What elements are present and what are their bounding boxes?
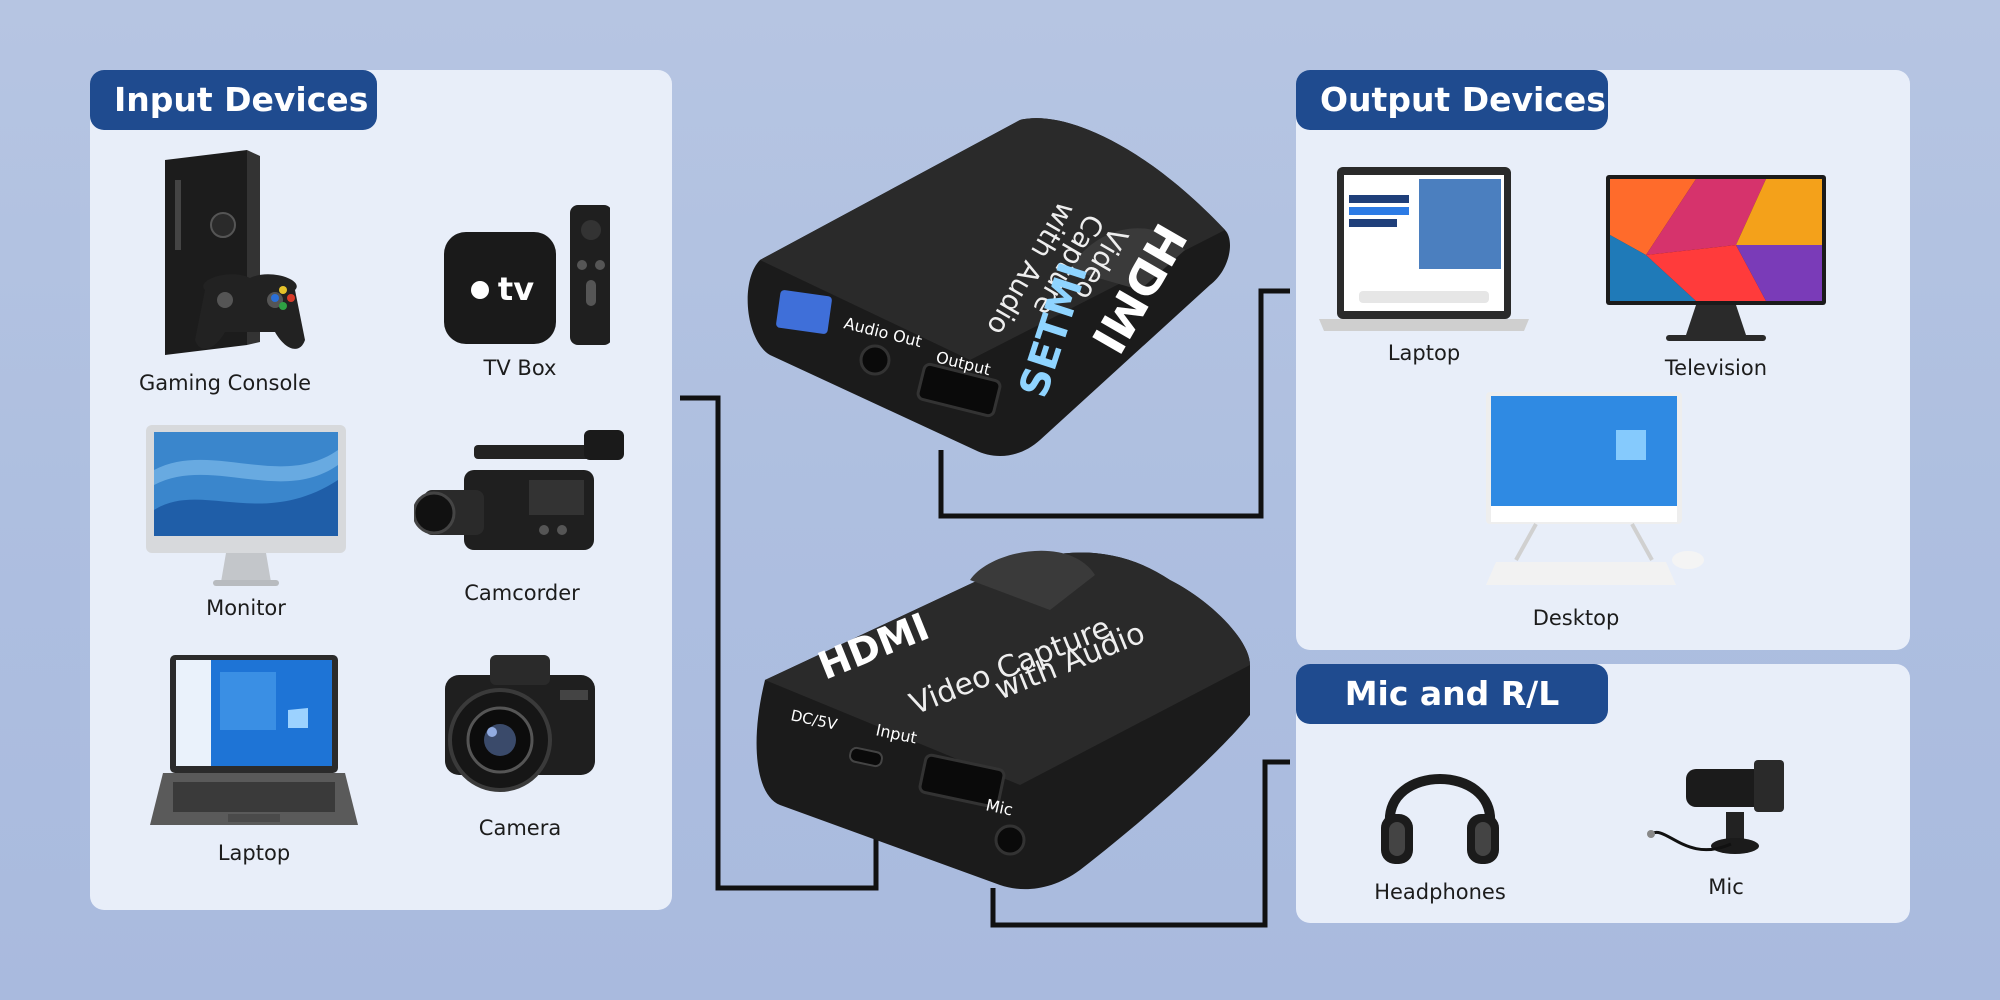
input-devices-title: Input Devices	[90, 70, 377, 130]
device-tv-box: tv TV Box	[410, 200, 630, 380]
television-icon	[1606, 175, 1826, 341]
device-camera: Camera	[410, 650, 630, 840]
device-label: Monitor	[206, 596, 286, 620]
device-television: Television	[1606, 175, 1826, 380]
desktop-icon	[1486, 392, 1704, 585]
camcorder-icon	[414, 430, 624, 550]
device-label: Headphones	[1374, 880, 1506, 904]
device-label: Laptop	[1387, 341, 1461, 365]
mic-panel: Mic and R/L Headphones Mic	[1296, 664, 1910, 923]
tv-box-icon: tv	[444, 205, 610, 345]
device-laptop: Laptop	[144, 650, 364, 865]
capture-card-bottom: HDMI Video Capture with Audio DC/5V Inpu…	[750, 540, 1260, 900]
capture-card-bottom-body: HDMI Video Capture with Audio DC/5V Inpu…	[756, 550, 1250, 890]
device-mic: Mic	[1616, 754, 1836, 899]
device-monitor: Monitor	[136, 420, 356, 620]
device-label: Mic	[1708, 875, 1744, 899]
device-desktop: Desktop	[1466, 390, 1704, 630]
device-gaming-console: Gaming Console	[115, 150, 335, 395]
device-label: TV Box	[483, 356, 557, 380]
device-label: Laptop	[217, 841, 291, 865]
mic-panel-title: Mic and R/L	[1296, 664, 1608, 724]
output-connector-line	[938, 288, 1290, 519]
game-console-icon	[165, 150, 305, 355]
mic-connector-line	[990, 759, 1290, 928]
capture-card-top: HDMI Video Capture with Audio SETMI Audi…	[740, 110, 1240, 470]
monitor-icon	[146, 425, 346, 586]
tv-box-logo: tv	[498, 270, 534, 308]
laptop-icon	[150, 655, 358, 825]
input-connector-line	[680, 395, 879, 891]
output-devices-panel: Output Devices Laptop Television	[1296, 70, 1910, 650]
device-label: Television	[1664, 356, 1768, 380]
device-label: Camcorder	[464, 581, 580, 605]
laptop-icon	[1319, 167, 1529, 331]
camera-icon	[445, 655, 595, 792]
device-camcorder: Camcorder	[412, 425, 632, 605]
input-devices-panel: Input Devices Gaming Console tv	[90, 70, 672, 910]
device-label: Desktop	[1532, 606, 1620, 630]
output-devices-title: Output Devices	[1296, 70, 1608, 130]
headphones-icon	[1381, 774, 1499, 864]
capture-card-top-body: HDMI Video Capture with Audio SETMI Audi…	[747, 118, 1230, 456]
device-output-laptop: Laptop	[1314, 165, 1534, 365]
mic-icon	[1647, 760, 1784, 854]
device-label: Camera	[478, 816, 562, 840]
device-headphones: Headphones	[1330, 744, 1550, 904]
device-label: Gaming Console	[138, 371, 312, 395]
